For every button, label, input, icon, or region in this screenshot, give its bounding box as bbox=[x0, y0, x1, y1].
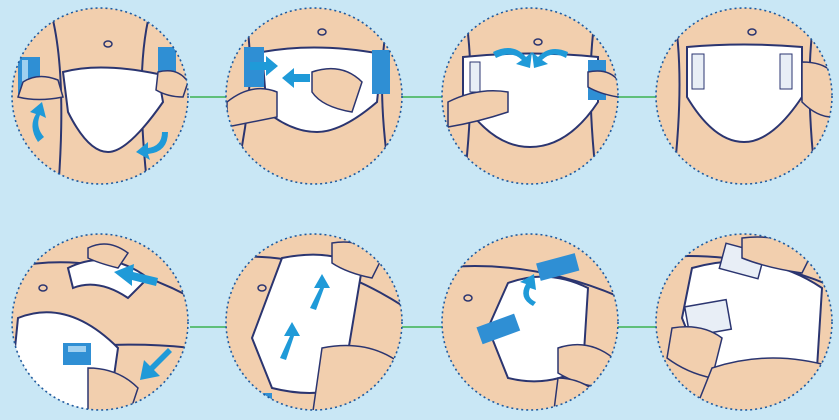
lying-step-2 bbox=[222, 228, 406, 418]
lying-step-4 bbox=[652, 228, 836, 418]
lying-step-1 bbox=[8, 228, 192, 418]
standing-step-3 bbox=[438, 2, 622, 192]
standing-step-1 bbox=[8, 2, 192, 192]
standing-step-4 bbox=[652, 2, 836, 192]
standing-step-2 bbox=[222, 2, 406, 192]
lying-step-3 bbox=[438, 228, 622, 418]
